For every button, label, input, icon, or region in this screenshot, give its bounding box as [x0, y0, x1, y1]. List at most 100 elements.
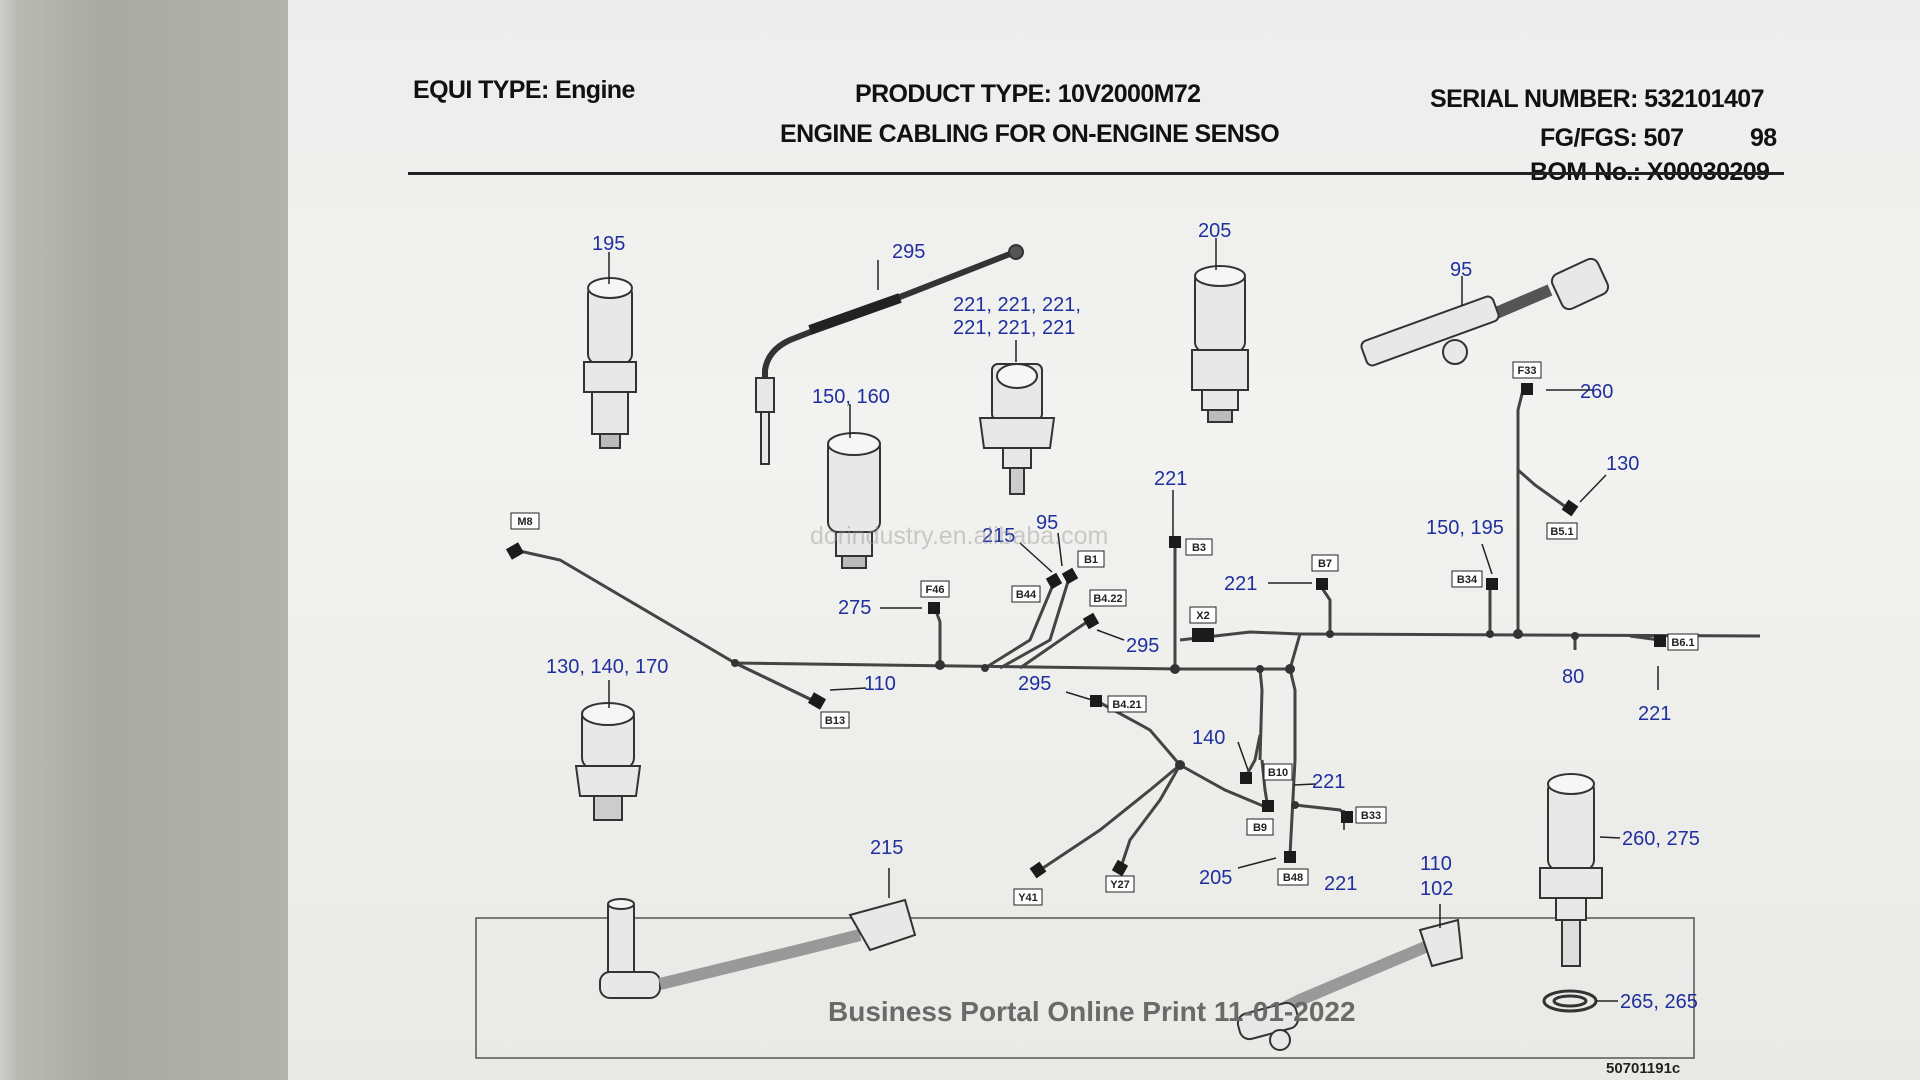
svg-text:B6.1: B6.1 — [1671, 637, 1694, 649]
svg-text:B3: B3 — [1192, 542, 1206, 554]
pn-275: 275 — [838, 597, 871, 619]
tag-b6-1: B6.1 — [1667, 633, 1699, 651]
pn-265-265: 265, 265 — [1620, 991, 1698, 1013]
tag-b44: B44 — [1011, 585, 1041, 603]
pn-221-b48: 221 — [1324, 873, 1357, 895]
tag-b13: B13 — [820, 711, 850, 729]
sheet-description: ENGINE CABLING FOR ON-ENGINE SENSO — [780, 120, 1280, 148]
drawing-number: 50701191c — [1606, 1060, 1681, 1077]
tag-y27: Y27 — [1105, 875, 1135, 893]
pn-260-275: 260, 275 — [1622, 828, 1700, 850]
tag-b3: B3 — [1185, 538, 1213, 556]
svg-text:F33: F33 — [1518, 365, 1537, 377]
pn-221-b10: 221 — [1312, 771, 1345, 793]
tag-x2: X2 — [1189, 606, 1217, 624]
tag-f33: F33 — [1512, 361, 1542, 379]
detail-frame — [475, 917, 1695, 1059]
svg-text:Y27: Y27 — [1110, 879, 1130, 891]
tag-m8: M8 — [510, 512, 540, 530]
pn-95-top: 95 — [1450, 259, 1472, 281]
portal-print-note: Business Portal Online Print 11-01-2022 — [828, 996, 1356, 1027]
tag-b7: B7 — [1311, 554, 1339, 572]
sensor-205 — [1191, 265, 1249, 423]
svg-text:B48: B48 — [1283, 872, 1303, 884]
sensor-195 — [583, 277, 637, 449]
pn-221-group-2: 221, 221, 221 — [953, 317, 1075, 339]
header-rule — [408, 172, 1784, 175]
tag-b33: B33 — [1355, 806, 1387, 824]
sensor-110-102 — [1236, 918, 1464, 1051]
gasket-265 — [1542, 989, 1598, 1013]
temperature-probe-295 — [755, 244, 1024, 465]
equi-type: EQUI TYPE: Engine — [413, 76, 635, 104]
svg-text:B44: B44 — [1016, 589, 1037, 601]
tag-b4-22: B4.22 — [1089, 589, 1127, 607]
tag-b48: B48 — [1277, 868, 1309, 886]
connector-plugs — [505, 383, 1666, 879]
pn-80: 80 — [1562, 666, 1584, 688]
part-number-labels: 195 295 221, 221, 221, 221, 221, 221 205… — [546, 220, 1700, 1013]
pn-150-195: 150, 195 — [1426, 517, 1504, 539]
product-type: PRODUCT TYPE: 10V2000M72 — [855, 80, 1201, 108]
svg-text:M8: M8 — [517, 516, 532, 528]
pn-295-lower: 295 — [1018, 673, 1051, 695]
fg-fgs: FG/FGS: 507 — [1540, 124, 1684, 152]
pn-260: 260 — [1580, 381, 1613, 403]
pn-221-b7: 221 — [1224, 573, 1257, 595]
svg-text:B33: B33 — [1361, 810, 1381, 822]
tag-b1: B1 — [1077, 550, 1105, 568]
pn-205-lower: 205 — [1199, 867, 1232, 889]
fg-fgs-suffix: 98 — [1750, 124, 1777, 152]
branch-nodes — [731, 629, 1579, 809]
svg-text:Y41: Y41 — [1018, 892, 1038, 904]
tag-f46: F46 — [920, 580, 950, 598]
pn-110: 110 — [864, 673, 896, 695]
sensor-260-275 — [1539, 773, 1603, 967]
leader-lines — [608, 238, 1659, 1002]
tag-b4-21: B4.21 — [1107, 695, 1147, 713]
pn-110-lower: 110 — [1420, 853, 1452, 875]
svg-text:B4.21: B4.21 — [1112, 699, 1141, 711]
speed-sensor-95 — [1360, 257, 1610, 367]
watermark: dorindustry.en.alibaba.com — [810, 522, 1109, 550]
tag-b34: B34 — [1451, 570, 1483, 588]
pn-130: 130 — [1606, 453, 1639, 475]
magnetic-pickup-215 — [599, 898, 917, 999]
svg-text:F46: F46 — [926, 584, 945, 596]
pn-295-mid: 295 — [1126, 635, 1159, 657]
svg-text:B7: B7 — [1318, 558, 1332, 570]
serial-number: SERIAL NUMBER: 532101407 — [1430, 85, 1765, 113]
svg-text:B13: B13 — [825, 715, 845, 727]
connector-tags: M8 F46 B44 B1 B4.22 B3 X2 B7 F33 B5.1 B3… — [510, 361, 1699, 906]
sensor-221-group — [978, 363, 1056, 495]
screen-bezel — [0, 0, 288, 1080]
pn-102-lower: 102 — [1420, 878, 1453, 900]
svg-text:B4.22: B4.22 — [1093, 593, 1122, 605]
svg-text:B34: B34 — [1457, 574, 1478, 586]
pn-130-140-170: 130, 140, 170 — [546, 656, 668, 678]
pn-150-160: 150, 160 — [812, 386, 890, 408]
pn-221-b6: 221 — [1638, 703, 1671, 725]
svg-text:B1: B1 — [1084, 554, 1098, 566]
tag-b10: B10 — [1263, 763, 1293, 781]
pn-205-top: 205 — [1198, 220, 1231, 242]
pn-195: 195 — [592, 233, 625, 255]
svg-text:B9: B9 — [1253, 822, 1267, 834]
tag-b9: B9 — [1246, 818, 1274, 836]
tag-b5-1: B5.1 — [1546, 522, 1578, 540]
tag-y41: Y41 — [1013, 888, 1043, 906]
pn-221-group-1: 221, 221, 221, — [953, 294, 1081, 316]
sensor-130-140-170 — [574, 702, 642, 821]
pn-215-mid: 215 — [982, 525, 1015, 547]
sensor-150-160 — [827, 432, 881, 569]
pn-295-top: 295 — [892, 241, 925, 263]
svg-text:B5.1: B5.1 — [1550, 526, 1573, 538]
pn-140: 140 — [1192, 727, 1225, 749]
parts-sheet — [288, 0, 1920, 1080]
pn-215-lower: 215 — [870, 837, 903, 859]
svg-text:B10: B10 — [1268, 767, 1288, 779]
svg-text:X2: X2 — [1196, 610, 1209, 622]
pn-221-b3: 221 — [1154, 468, 1187, 490]
